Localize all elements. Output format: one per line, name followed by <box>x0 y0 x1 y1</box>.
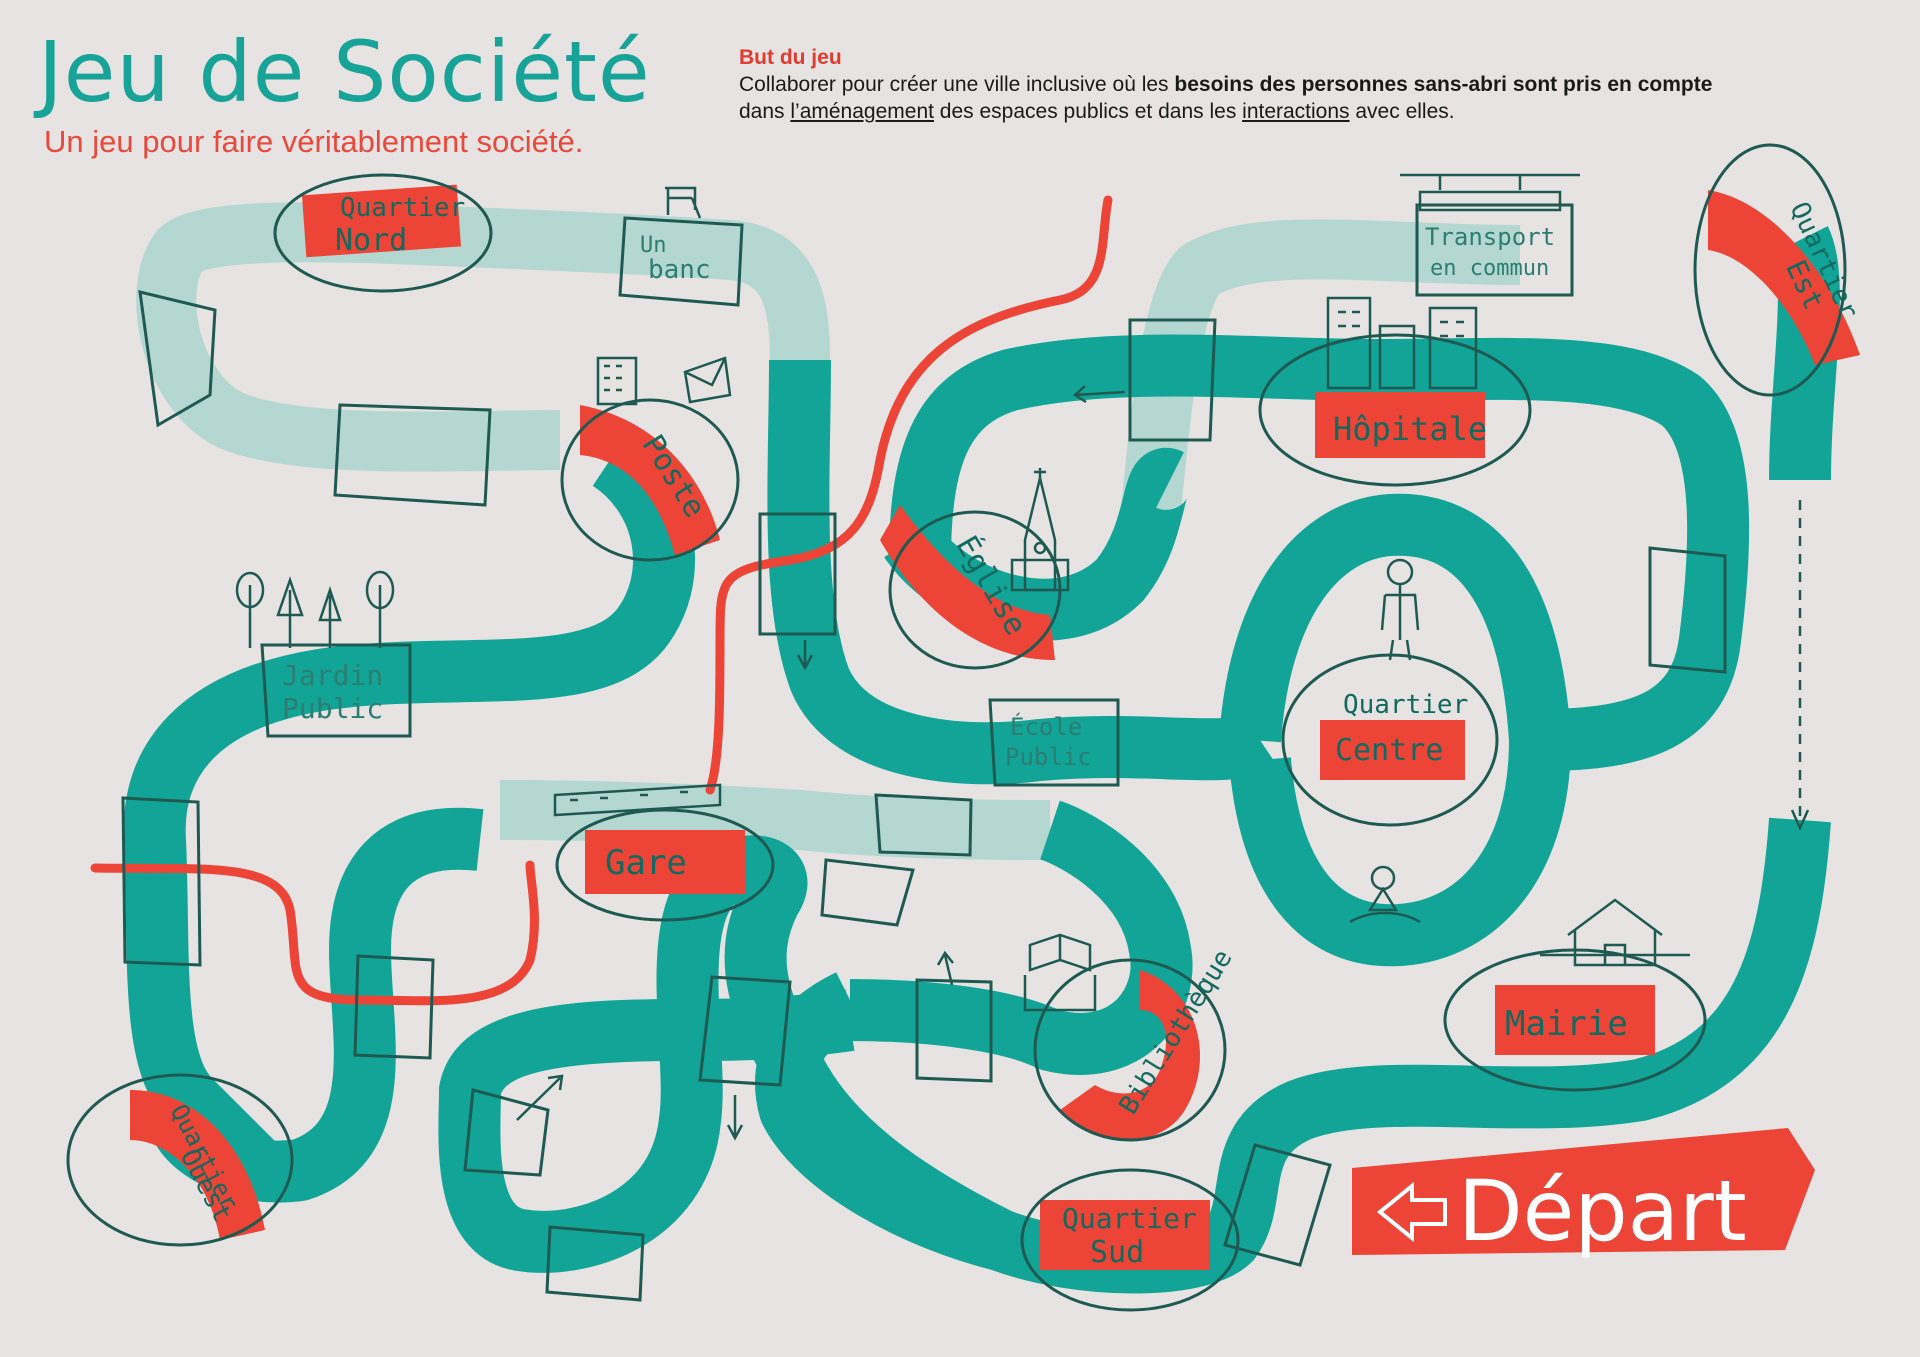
bench-icon <box>665 186 702 219</box>
ring-hopitale <box>1258 333 1532 487</box>
marker-quartier-sud <box>1040 1200 1210 1270</box>
jardin-line2: Public <box>282 692 383 725</box>
ring-gare <box>555 808 775 922</box>
box-banc <box>618 216 744 307</box>
path-sud-loop <box>438 835 1014 1273</box>
path-poste-to-center <box>767 359 1278 785</box>
banc-line1: Un <box>640 233 667 258</box>
marker-mairie <box>1495 985 1655 1055</box>
hopitale-label: Hôpitale <box>1333 410 1487 448</box>
quartier-sud-line2: Sud <box>1090 1235 1144 1270</box>
transport-line1: Transport <box>1425 223 1555 251</box>
path-center-loop <box>1219 493 1571 967</box>
goal-link-interactions: interactions <box>1242 100 1350 123</box>
sitting-person-icon <box>1349 865 1421 924</box>
path-poste-to-west <box>123 434 695 1202</box>
marker-quartier-est <box>1708 190 1860 365</box>
ring-poste <box>560 398 740 562</box>
page-subtitle: Un jeu pour faire véritablement société. <box>44 124 584 159</box>
ecole-line2: Public <box>1005 743 1092 771</box>
square-nw <box>138 290 217 428</box>
start-arrow-icon <box>1376 1181 1447 1243</box>
goal-text-bold: besoins des personnes sans-abri sont pri… <box>1174 73 1713 96</box>
trees-icon <box>235 570 395 648</box>
square-south-c <box>915 978 993 1083</box>
square-sw-2 <box>545 1225 645 1302</box>
goal-text-4: avec elles. <box>1349 100 1455 123</box>
goal-link-amenagement: l’aménagement <box>790 100 934 123</box>
marker-gare <box>585 830 745 894</box>
path-biblio-loop <box>849 800 1193 1075</box>
path-light-north-2 <box>418 205 830 361</box>
square-west-1 <box>121 796 202 967</box>
square-west-2 <box>353 954 435 1060</box>
hospital-buildings-icon <box>1326 296 1478 390</box>
path-light-transport <box>1120 219 1521 523</box>
marker-eglise <box>880 505 1055 660</box>
square-est-loop <box>1648 546 1727 674</box>
ecole-line1: École <box>1010 712 1082 741</box>
square-sud-east <box>1223 1143 1332 1267</box>
book-icon <box>1023 933 1097 1012</box>
goal-text-2: dans <box>739 100 791 123</box>
ring-quartier-est <box>1693 143 1847 397</box>
path-hopitale-loop <box>889 334 1750 771</box>
church-icon <box>1010 468 1070 592</box>
square-gare-east <box>874 793 973 857</box>
arrow-sw-up <box>516 1074 564 1121</box>
path-light-north <box>136 202 561 472</box>
goal-text-3: des espaces publics et dans les <box>933 100 1243 123</box>
marker-quartier-nord <box>302 184 461 258</box>
quartier-centre-line1: Quartier <box>1343 690 1468 720</box>
marker-poste <box>580 405 720 555</box>
square-north-mid <box>333 403 492 507</box>
square-poste-south <box>758 512 837 636</box>
mairie-label: Mairie <box>1505 1004 1628 1044</box>
arrow-gare-up <box>936 950 954 986</box>
goal-block: But du jeu Collaborer pour créer une vil… <box>739 44 1899 125</box>
start-banner[interactable]: Départ <box>1352 1128 1815 1260</box>
page-title: Jeu de Société <box>38 23 651 121</box>
arrow-est-head <box>1790 809 1810 832</box>
quartier-centre-line2: Centre <box>1335 733 1443 768</box>
box-jardin <box>260 643 412 738</box>
standing-person-icon <box>1380 558 1420 661</box>
banc-line2: banc <box>648 255 711 285</box>
train-icon <box>553 783 722 817</box>
goal-title: But du jeu <box>739 46 842 69</box>
marker-bibliotheque <box>1060 970 1200 1140</box>
goal-text-1: Collaborer pour créer une ville inclusiv… <box>739 73 1175 96</box>
marker-quartier-ouest <box>130 1090 265 1240</box>
square-hopitale-west <box>1128 318 1217 442</box>
ring-quartier-ouest <box>66 1073 294 1247</box>
transport-line2: en commun <box>1430 256 1549 281</box>
marker-hopitale <box>1315 392 1485 458</box>
arrow-poste-down <box>796 640 814 671</box>
jardin-line1: Jardin <box>282 659 383 692</box>
quartier-nord-line2: Nord <box>335 223 407 258</box>
tram-icon <box>1400 173 1580 212</box>
ring-quartier-nord <box>273 173 493 293</box>
route-line-west <box>90 860 539 1006</box>
box-ecole <box>988 698 1120 787</box>
start-label: Départ <box>1458 1162 1747 1260</box>
marker-quartier-centre <box>1320 720 1465 780</box>
arrow-south-down <box>726 1095 744 1141</box>
ring-quartier-sud <box>1020 1168 1240 1312</box>
house-icon <box>1540 898 1690 967</box>
arrow-hopitale-left <box>1072 385 1126 404</box>
route-line-north <box>705 195 1113 795</box>
quartier-nord-line1: Quartier <box>340 193 465 223</box>
box-transport <box>1415 203 1574 297</box>
square-south-b <box>698 975 792 1087</box>
square-south-a <box>820 858 915 927</box>
square-sw-1 <box>463 1088 550 1177</box>
buildings-icon <box>596 356 638 406</box>
ring-bibliotheque <box>1033 958 1227 1142</box>
gare-label: Gare <box>605 843 687 883</box>
quartier-sud-line1: Quartier <box>1062 1202 1197 1235</box>
envelope-icon <box>683 356 732 404</box>
